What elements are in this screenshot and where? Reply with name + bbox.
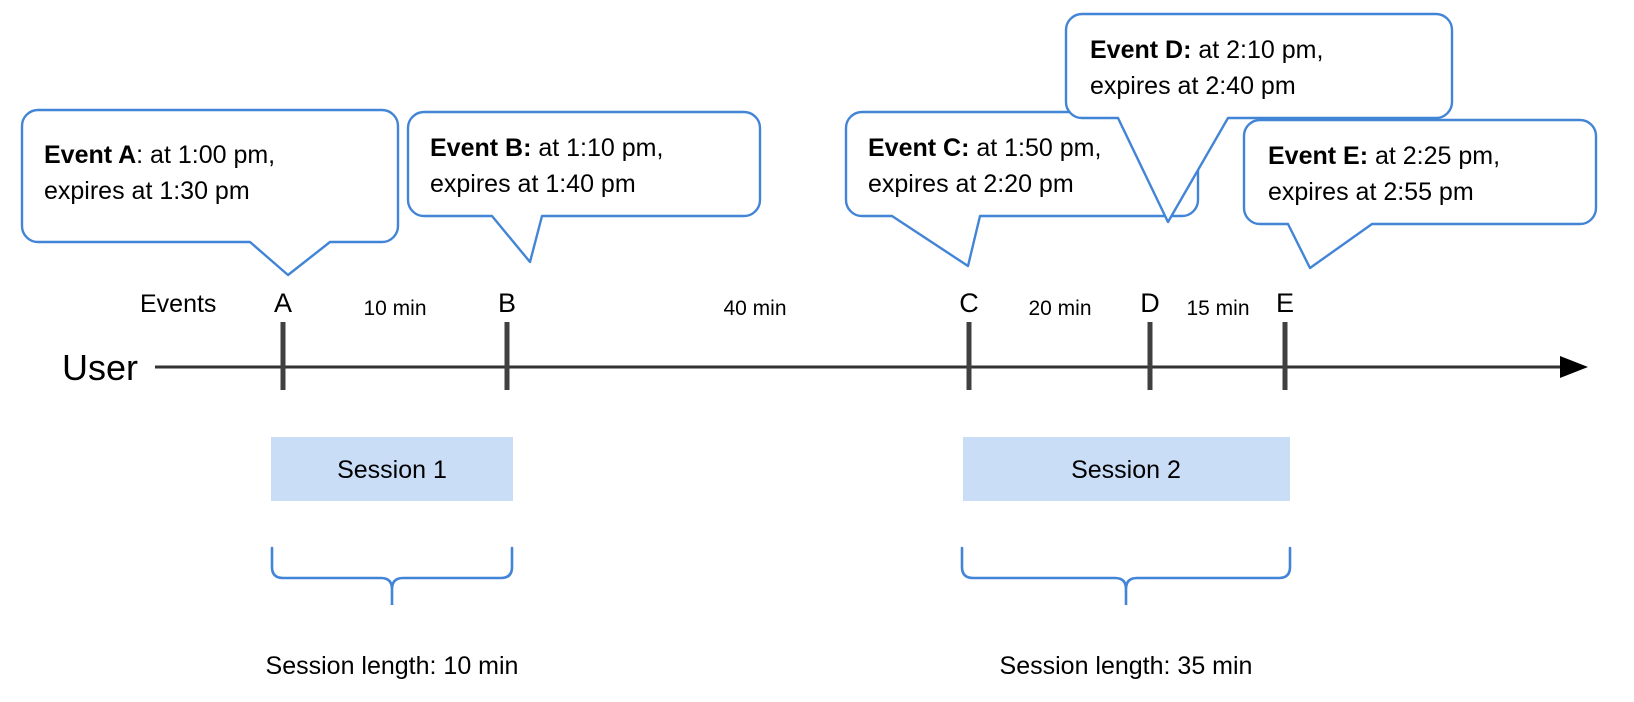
callout-d-bubble: [1064, 12, 1454, 224]
callout-e-bubble: [1242, 118, 1598, 270]
brace-session-1: [270, 546, 514, 605]
tick-label-e: E: [1276, 288, 1294, 318]
callout-a-rest: at 1:00 pm,: [143, 141, 275, 169]
session-braces: [270, 546, 1292, 605]
callout-event-e[interactable]: Event E: at 2:25 pm, expires at 2:55 pm: [1242, 118, 1598, 270]
callout-event-c[interactable]: Event C: at 1:50 pm, expires at 2:20 pm: [844, 110, 1200, 268]
session-bar-2-label: Session 2: [1071, 456, 1181, 484]
callout-b-rest: at 1:10 pm,: [531, 134, 663, 162]
axis-events-label: Events: [140, 290, 216, 318]
brace-session-2: [960, 546, 1292, 605]
callout-event-b[interactable]: Event B: at 1:10 pm, expires at 1:40 pm: [406, 110, 762, 264]
callout-a-lead: Event A: [44, 141, 136, 169]
gap-label-a-b: 10 min: [363, 297, 426, 320]
tick-label-a: A: [274, 288, 292, 318]
tick-label-c: C: [959, 288, 979, 318]
gap-label-c-d: 20 min: [1028, 297, 1091, 320]
callout-c-line1: Event C: at 1:50 pm,: [868, 134, 1101, 162]
callout-a-bubble: [20, 108, 400, 277]
callout-d-lead: Event D:: [1090, 36, 1191, 64]
callout-a-line2: expires at 1:30 pm: [44, 177, 250, 205]
callout-b-line1: Event B: at 1:10 pm,: [430, 134, 663, 162]
gap-label-b-c: 40 min: [723, 297, 786, 320]
callout-b-bubble: [406, 110, 762, 264]
callout-c-rest: at 1:50 pm,: [969, 134, 1101, 162]
callout-b-lead: Event B:: [430, 134, 531, 162]
event-ticks: A B C D E: [274, 288, 1294, 390]
callout-d-line2: expires at 2:40 pm: [1090, 72, 1296, 100]
session-bar-1[interactable]: [271, 437, 513, 501]
tick-label-b: B: [498, 288, 516, 318]
callout-e-lead: Event E:: [1268, 142, 1368, 170]
session-bars: Session 1 Session 2: [271, 437, 1290, 501]
session-1-caption: Session length: 10 min: [266, 652, 519, 680]
callout-a-line1: Event A: at 1:00 pm,: [44, 141, 275, 169]
callout-e-line1: Event E: at 2:25 pm,: [1268, 142, 1500, 170]
callout-c-lead: Event C:: [868, 134, 969, 162]
session-captions: Session length: 10 min Session length: 3…: [266, 652, 1253, 680]
callout-d-line1: Event D: at 2:10 pm,: [1090, 36, 1323, 64]
session-bar-2[interactable]: [963, 437, 1290, 501]
callout-event-a[interactable]: Event A: at 1:00 pm, expires at 1:30 pm: [20, 108, 400, 277]
callout-event-d[interactable]: Event D: at 2:10 pm, expires at 2:40 pm: [1064, 12, 1454, 224]
callout-c-line2: expires at 2:20 pm: [868, 170, 1074, 198]
tick-label-d: D: [1140, 288, 1160, 318]
gap-labels: 10 min 40 min 20 min 15 min: [363, 297, 1249, 320]
callout-a-sep: :: [136, 141, 143, 169]
callout-d-rest: at 2:10 pm,: [1191, 36, 1323, 64]
timeline-axis: [155, 356, 1588, 378]
session-2-caption: Session length: 35 min: [1000, 652, 1253, 680]
callout-b-line2: expires at 1:40 pm: [430, 170, 636, 198]
gap-label-d-e: 15 min: [1186, 297, 1249, 320]
session-bar-1-label: Session 1: [337, 456, 447, 484]
callout-e-line2: expires at 2:55 pm: [1268, 178, 1474, 206]
callout-e-rest: at 2:25 pm,: [1368, 142, 1500, 170]
axis-row-label-user: User: [62, 347, 138, 388]
axis-arrowhead: [1560, 356, 1588, 378]
